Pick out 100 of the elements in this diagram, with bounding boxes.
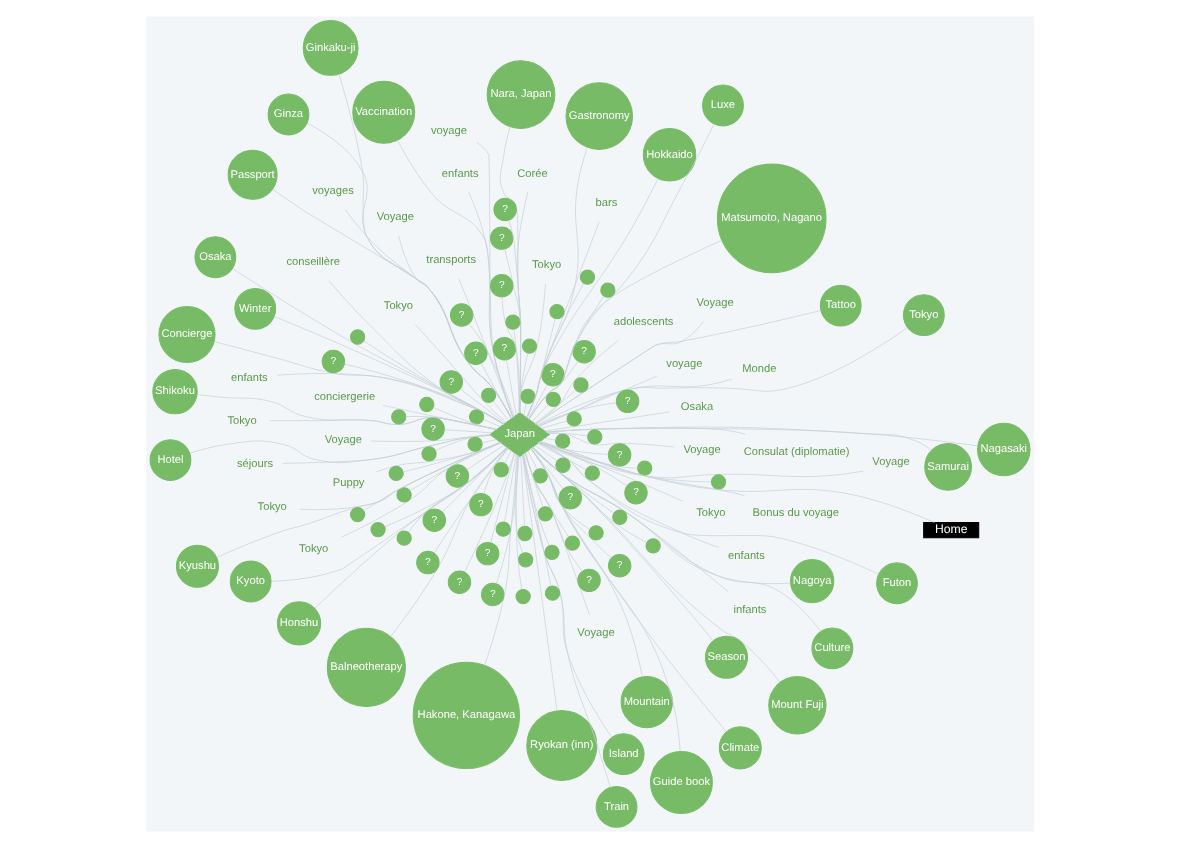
connector: [475, 141, 513, 418]
node-circle: [583, 465, 599, 481]
node-circle: [543, 544, 559, 560]
connector: [529, 448, 642, 678]
node-circle: [467, 409, 484, 425]
connector: [434, 434, 490, 451]
node-circle: [369, 521, 385, 538]
connector: [188, 434, 491, 464]
connector: [479, 362, 511, 420]
connector: [495, 455, 519, 584]
connector: [530, 447, 728, 592]
connector: [537, 441, 683, 502]
connector: [537, 378, 731, 427]
connector: [270, 447, 507, 582]
connector: [396, 140, 513, 418]
node-circle: [480, 387, 496, 403]
connector: [503, 453, 516, 523]
connector: [530, 447, 790, 584]
connector: [343, 363, 504, 425]
connector: [529, 448, 590, 530]
node-circle: [520, 338, 537, 354]
connector: [457, 278, 513, 418]
connector: [515, 191, 528, 413]
node-circle: [494, 521, 510, 537]
connector: [543, 411, 669, 432]
node-circle: [504, 314, 520, 330]
node-circle: [519, 388, 535, 404]
connector: [343, 209, 511, 419]
node-circle: [644, 538, 660, 554]
connector: [505, 359, 516, 416]
connector: [273, 316, 504, 425]
node-circle: [514, 588, 530, 605]
connector: [523, 452, 568, 538]
connector: [521, 454, 612, 738]
node-circle: [572, 377, 588, 393]
connector: [443, 429, 492, 434]
connector: [467, 323, 514, 417]
connector: [482, 447, 507, 494]
connector: [537, 375, 657, 427]
connector: [525, 283, 584, 418]
connector: [281, 434, 491, 464]
node-circle: [636, 460, 652, 476]
connector: [513, 454, 523, 554]
connector: [525, 318, 555, 418]
node-circle: [420, 446, 436, 462]
connector: [542, 438, 555, 441]
connector: [483, 454, 518, 666]
connector: [500, 296, 520, 413]
connector: [465, 444, 504, 471]
connector: [530, 447, 820, 632]
connector: [305, 122, 511, 419]
connector: [196, 394, 496, 430]
connector: [529, 448, 726, 733]
connector: [369, 435, 491, 442]
connector: [544, 426, 978, 447]
connector: [512, 329, 519, 414]
connector: [537, 442, 719, 548]
connector: [518, 352, 528, 414]
connector: [523, 452, 589, 616]
connector: [537, 442, 878, 575]
node-circle: [390, 409, 406, 425]
connector: [521, 454, 557, 712]
connector: [544, 428, 931, 451]
connector: [531, 446, 713, 641]
node-circle: [611, 509, 627, 525]
connector: [530, 404, 548, 422]
connector: [527, 360, 578, 420]
connector: [482, 419, 501, 428]
node-circle: [554, 433, 570, 449]
connector: [383, 447, 507, 528]
connector: [213, 341, 504, 425]
node-circle: [531, 468, 547, 484]
connector: [527, 240, 721, 420]
connector: [362, 442, 500, 511]
connector: [298, 442, 500, 510]
node-circle: [492, 462, 508, 478]
node-circle: [565, 411, 581, 427]
connector: [463, 452, 514, 573]
node-circle: [348, 506, 365, 523]
connector: [327, 280, 504, 425]
connector: [519, 455, 524, 527]
connector: [521, 454, 610, 788]
connector: [538, 441, 744, 496]
node-circle: [548, 304, 564, 320]
connector: [517, 283, 545, 414]
connector: [381, 405, 496, 430]
connector: [514, 455, 522, 590]
connector: [507, 219, 521, 413]
connector: [544, 427, 745, 435]
node-circle: [563, 535, 580, 551]
connector: [529, 448, 611, 559]
connector: [440, 446, 507, 513]
connector: [414, 324, 506, 423]
connector: [459, 388, 505, 424]
node-circle: [516, 525, 532, 542]
connector: [432, 448, 508, 554]
node-circle: [587, 525, 603, 541]
connector: [489, 452, 515, 543]
connector: [526, 450, 537, 470]
node-circle: [516, 552, 533, 568]
